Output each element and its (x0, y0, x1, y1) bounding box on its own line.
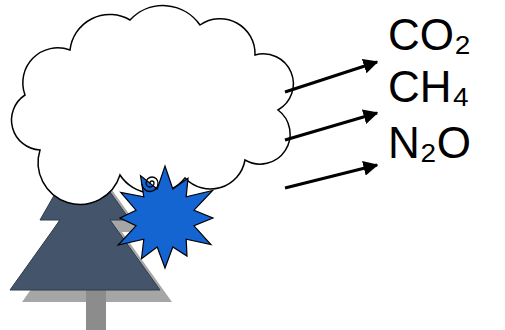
fire-starburst (118, 166, 213, 268)
gas-label: N₂O (388, 118, 471, 168)
smoke-cloud (12, 6, 294, 205)
smoke-swirl (142, 177, 158, 192)
emission-arrow (285, 62, 377, 92)
emission-arrow (285, 113, 377, 140)
emission-arrow (285, 165, 377, 188)
gas-label: CH₄ (388, 62, 470, 112)
gas-label: CO₂ (388, 10, 471, 60)
tree-trunk (86, 288, 106, 330)
